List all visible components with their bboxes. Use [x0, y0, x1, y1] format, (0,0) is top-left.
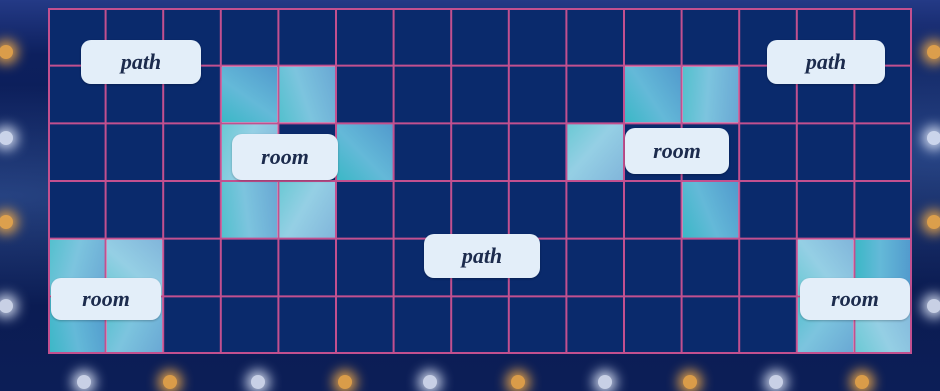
- label-path-top-right: path: [767, 40, 885, 84]
- label-path-top-left: path: [81, 40, 201, 84]
- stage-light: [163, 375, 177, 389]
- stage-light: [598, 375, 612, 389]
- stage-light: [0, 299, 13, 313]
- stage-light: [0, 45, 13, 59]
- stage-light: [927, 299, 940, 313]
- label-room-bottom-right: room: [800, 278, 910, 320]
- stage-light: [927, 215, 940, 229]
- stage-light: [769, 375, 783, 389]
- stage-light: [683, 375, 697, 389]
- stage-light: [77, 375, 91, 389]
- stage-light: [0, 131, 13, 145]
- stage-light: [251, 375, 265, 389]
- label-path-center: path: [424, 234, 540, 278]
- label-room-center-right: room: [625, 128, 729, 174]
- label-room-center-left: room: [232, 134, 338, 180]
- stage-light: [927, 131, 940, 145]
- stage-light: [423, 375, 437, 389]
- stage-light: [0, 215, 13, 229]
- stage-light: [338, 375, 352, 389]
- stage-light: [927, 45, 940, 59]
- stage-light: [855, 375, 869, 389]
- stage-light: [511, 375, 525, 389]
- label-room-bottom-left: room: [51, 278, 161, 320]
